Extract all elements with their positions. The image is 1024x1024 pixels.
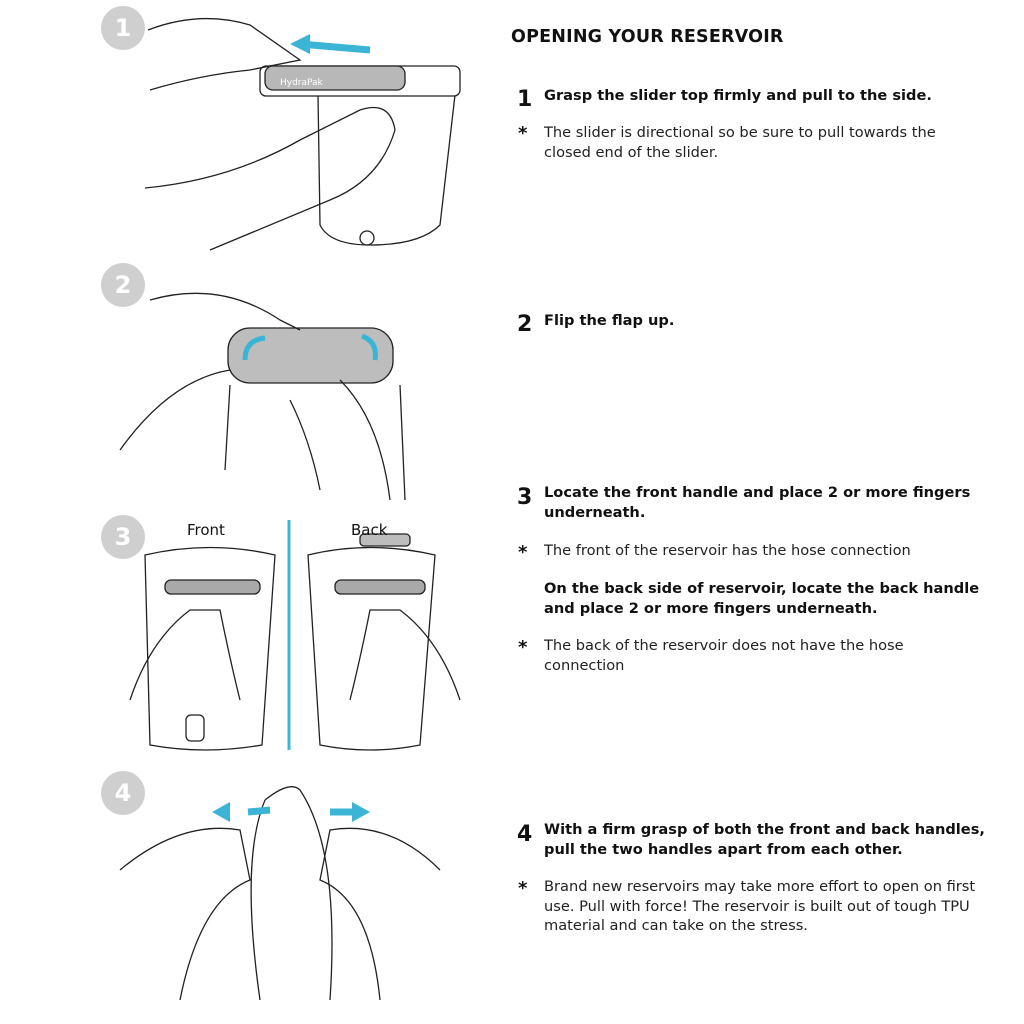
step-number: 3: [517, 485, 533, 510]
step-text: Locate the front handle and place 2 or m…: [544, 484, 971, 521]
back-label: Back: [351, 521, 388, 539]
step-number: 4: [517, 822, 533, 847]
step-text: Grasp the slider top firmly and pull to …: [544, 87, 932, 104]
page-title: OPENING YOUR RESERVOIR: [511, 27, 784, 47]
step3-illustration: [129, 520, 461, 751]
step4-illustration: [119, 786, 441, 1001]
step-note: The slider is directional so be sure to …: [544, 124, 936, 161]
step-number: 1: [517, 87, 533, 112]
slider-brand: HydraPak: [280, 78, 324, 88]
step-text: With a firm grasp of both the front and …: [544, 821, 985, 858]
step-badge: 2: [101, 263, 145, 307]
step-text: Flip the flap up.: [544, 312, 675, 329]
note-star: *: [518, 878, 528, 899]
step-number: 2: [517, 312, 533, 337]
step-extra-text: On the back side of reservoir, locate th…: [544, 580, 980, 617]
step-badge: 3: [101, 515, 145, 559]
step-note: The back of the reservoir does not have …: [544, 637, 904, 674]
step-badge: 4: [101, 771, 145, 815]
front-label: Front: [187, 521, 225, 539]
note-star: *: [518, 542, 528, 563]
step-note: The front of the reservoir has the hose …: [544, 542, 911, 559]
step1-illustration: HydraPak: [144, 17, 461, 251]
step-note: Brand new reservoirs may take more effor…: [544, 878, 976, 934]
step2-illustration: [119, 292, 406, 501]
step-badge: 1: [101, 6, 145, 50]
note-star: *: [518, 123, 528, 144]
note-star: *: [518, 637, 528, 658]
